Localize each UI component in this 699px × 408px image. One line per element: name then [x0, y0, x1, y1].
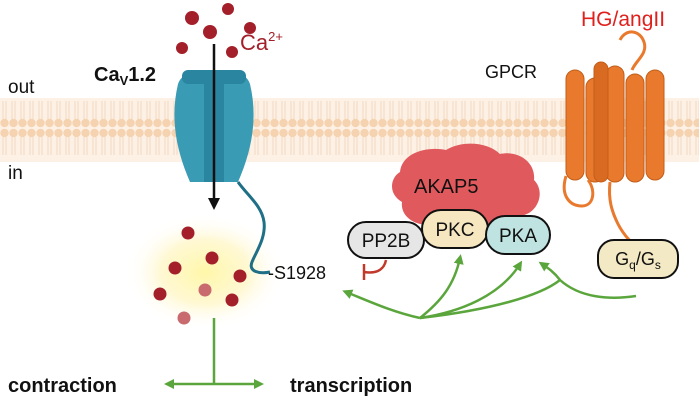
label-cav12: CaV1.2 [94, 64, 156, 88]
label-s1928: -S1928 [268, 263, 326, 283]
activation-arrows [164, 254, 637, 389]
intracellular-calcium-ions [153, 226, 247, 325]
akap5-scaffold [392, 143, 540, 233]
label-in: in [8, 163, 23, 184]
extracellular-calcium-ions [176, 3, 256, 58]
label-calcium: Ca2+ [240, 29, 283, 55]
label-contraction: contraction [8, 375, 117, 397]
gpcr-receptor [562, 30, 665, 247]
pka-node [485, 215, 551, 255]
pp2b-node [347, 221, 425, 259]
label-transcription: transcription [290, 375, 412, 397]
label-out: out [8, 77, 35, 98]
calcium-glow [125, 214, 285, 330]
label-stimulus: HG/angII [581, 8, 665, 31]
pp2b-inhibition [362, 259, 388, 280]
label-gpcr: GPCR [485, 62, 537, 82]
label-pkc: PKC [435, 220, 474, 241]
label-gprotein: Gq/Gs [615, 249, 661, 272]
label-pka: PKA [499, 226, 537, 247]
label-akap5: AKAP5 [414, 176, 478, 198]
gprotein-node [597, 239, 679, 279]
cav12-channel [174, 44, 271, 275]
label-pp2b: PP2B [362, 231, 411, 252]
